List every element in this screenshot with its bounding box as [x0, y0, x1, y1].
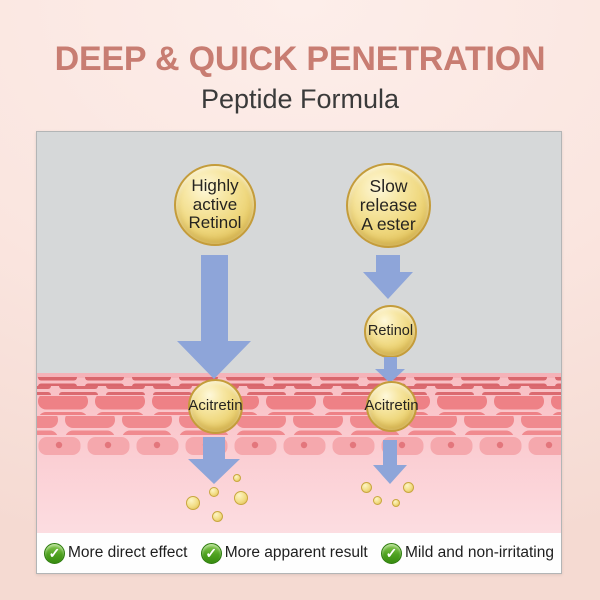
arrow-stem	[376, 255, 400, 272]
diagram-panel: More direct effect More apparent result …	[36, 131, 562, 574]
benefit-item: More direct effect	[44, 542, 188, 564]
skin-cross-section-illustration	[37, 373, 561, 533]
highly-active-retinol-capsule: Highly active Retinol	[174, 164, 256, 246]
gold-droplet	[403, 482, 414, 493]
benefit-label: Mild and non-irritating	[404, 544, 554, 561]
arrow-head	[373, 465, 407, 484]
slow-release-a-ester-capsule: Slow release A ester	[346, 163, 431, 248]
page-subtitle: Peptide Formula	[200, 84, 400, 114]
gold-droplet	[234, 491, 248, 505]
benefit-item: Mild and non-irritating	[380, 542, 554, 564]
check-icon	[44, 542, 65, 564]
down-arrow-icon	[375, 357, 405, 383]
benefit-label: More apparent result	[224, 544, 368, 561]
arrow-head	[188, 459, 240, 484]
gold-droplet	[392, 499, 400, 507]
check-icon	[380, 542, 402, 564]
benefit-label: More direct effect	[68, 544, 188, 561]
arrow-head	[177, 341, 251, 379]
arrow-head	[375, 369, 405, 383]
acitretin-capsule-left: Acitretin	[188, 379, 243, 434]
gold-droplet	[209, 487, 219, 497]
gold-droplet	[361, 482, 372, 493]
gold-droplet	[212, 511, 223, 522]
arrow-stem	[203, 437, 225, 459]
acitretin-capsule-right: Acitretin	[364, 381, 419, 432]
gold-droplet	[233, 474, 241, 482]
benefit-item: More apparent result	[200, 542, 368, 564]
down-arrow-icon	[363, 255, 413, 299]
down-arrow-icon	[373, 440, 407, 484]
arrow-stem	[200, 255, 228, 341]
gold-droplet	[186, 496, 200, 510]
benefits-bar: More direct effect More apparent result …	[37, 533, 561, 573]
arrow-head	[363, 272, 413, 299]
arrow-stem	[383, 357, 397, 369]
page-title: DEEP & QUICK PENETRATION	[54, 40, 546, 78]
gold-droplet	[373, 496, 382, 505]
arrow-stem	[383, 440, 397, 465]
down-arrow-icon	[188, 437, 240, 484]
retinol-capsule: Retinol	[364, 305, 417, 358]
down-arrow-icon	[177, 255, 251, 379]
check-icon	[200, 542, 222, 564]
